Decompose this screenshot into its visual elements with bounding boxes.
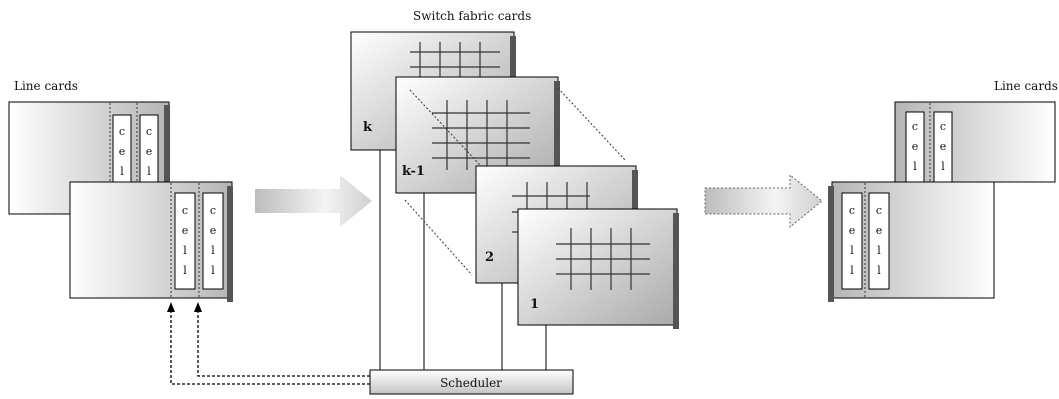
- cell-letter: c: [182, 204, 188, 217]
- cell-letter: e: [119, 145, 126, 158]
- cell-letter: c: [849, 204, 855, 217]
- cell-buffer: [174, 192, 196, 290]
- feedback-path-1: [170, 310, 370, 385]
- cell-letter: c: [876, 204, 882, 217]
- flow-arrow-out: [704, 173, 823, 229]
- cell-buffer: [868, 192, 890, 290]
- fabric-card-1: 1: [517, 208, 679, 329]
- line-cards-left-title: Line cards: [14, 79, 78, 93]
- right-line-card-back: c e l c e l: [894, 101, 1056, 183]
- cell-letter: l: [147, 165, 151, 178]
- cell-letter: l: [941, 160, 945, 173]
- cell-letter: l: [211, 244, 215, 257]
- fabric-card-label: 2: [485, 250, 494, 265]
- left-line-cards: c e l c e l c e l l c e l l: [8, 101, 233, 302]
- cell-letter: e: [940, 140, 947, 153]
- cell-letter: e: [876, 224, 883, 237]
- cell-letter: e: [182, 224, 189, 237]
- left-line-card-front: c e l l c e l l: [69, 181, 233, 302]
- fabric-card-label: k-1: [402, 164, 425, 179]
- cell-letter: e: [210, 224, 217, 237]
- cell-letter: l: [850, 264, 854, 277]
- line-cards-right-title: Line cards: [994, 79, 1058, 93]
- cell-letter: l: [120, 165, 124, 178]
- right-line-cards: c e l c e l c e l l c e l l: [828, 101, 1056, 302]
- cell-letter: c: [210, 204, 216, 217]
- cell-buffer: [202, 192, 224, 290]
- right-line-card-front: c e l l c e l l: [828, 181, 995, 302]
- cell-letter: l: [183, 264, 187, 277]
- cell-letter: e: [849, 224, 856, 237]
- cell-letter: c: [119, 125, 125, 138]
- cell-letter: l: [877, 264, 881, 277]
- cell-letter: l: [877, 244, 881, 257]
- cell-letter: l: [211, 264, 215, 277]
- cell-letter: l: [913, 160, 917, 173]
- cell-letter: e: [912, 140, 919, 153]
- scheduler-links: [379, 150, 547, 370]
- fabric-card-label: k: [363, 120, 373, 135]
- switch-fabric-cards: k k-1: [350, 31, 679, 329]
- feedback-arrowheads: [167, 302, 202, 312]
- cell-letter: l: [183, 244, 187, 257]
- cell-letter: c: [912, 120, 918, 133]
- scheduler-label: Scheduler: [440, 376, 502, 390]
- cell-letter: e: [146, 145, 153, 158]
- fabric-card-k-1: k-1: [395, 76, 560, 197]
- cell-letter: c: [146, 125, 152, 138]
- switch-fabric-title: Switch fabric cards: [413, 9, 531, 23]
- feedback-path-2: [197, 310, 370, 377]
- scheduler-block: Scheduler: [369, 369, 574, 395]
- cell-buffer: [841, 192, 863, 290]
- cell-letter: c: [940, 120, 946, 133]
- fabric-stack-guides: [404, 87, 626, 276]
- fabric-card-label: 1: [530, 297, 539, 312]
- flow-arrow-in: [255, 175, 372, 227]
- scheduler-feedback-arrows: [170, 310, 370, 385]
- cell-letter: l: [850, 244, 854, 257]
